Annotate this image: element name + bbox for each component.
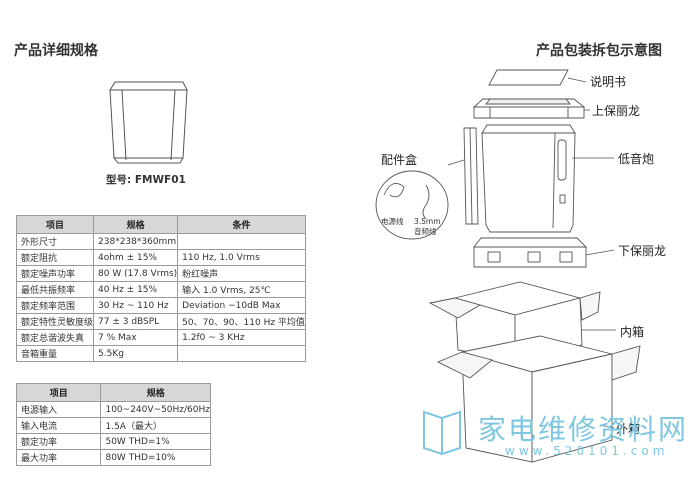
table-cell: 80W THD=10% [100,449,211,466]
table-cell [177,345,306,362]
table-row: 最低共振频率 40 Hz ± 15% 输入 1.0 Vrms, 25℃ [15,281,306,298]
subwoofer-body [481,124,576,233]
label-subwoofer: 低音炮 [618,152,655,166]
left-title: 产品详细规格 [14,43,98,59]
power-header-item: 项目 [15,383,102,402]
spec-table-header-row: 项目 规格 条件 [15,215,306,234]
table-cell: 最大功率 [15,449,102,466]
spec-header-condition: 条件 [177,215,306,234]
table-row: 额定总谐波失真 7 % Max 1.2f0 ~ 3 KHz [15,329,306,346]
table-row: 额定特性灵敏度级 77 ± 3 dBSPL 50、70、90、110 Hz 平均… [15,313,306,330]
label-power-cord: 电源线 [381,217,404,226]
label-audio-cable-size: 3.5mm [414,217,441,226]
accessory-bubble [375,170,449,240]
right-title: 产品包装拆包示意图 [536,43,662,59]
label-audio-cable: 音频线 [414,227,437,236]
table-row: 外形尺寸 238*238*360mm [15,233,306,250]
power-table: 项目 规格 电源输入 100~240V~50Hz/60Hz 输入电流 1.5A（… [15,383,211,466]
watermark-url: www.520101.com [505,444,669,458]
table-row: 最大功率 80W THD=10% [15,449,211,466]
label-top-foam: 上保丽龙 [592,104,641,118]
table-row: 电源输入 100~240V~50Hz/60Hz [15,401,211,418]
spec-header-item: 项目 [15,215,95,234]
table-row: 额定频率范围 30 Hz ~ 110 Hz Deviation −10dB Ma… [15,297,306,314]
label-outer-box: 外箱 [616,422,641,436]
table-row: 额定噪声功率 80 W (17.8 Vrms) 粉红噪声 [15,265,306,282]
label-bottom-foam: 下保丽龙 [618,244,667,258]
table-row: 输入电流 1.5A（最大） [15,417,211,434]
accessory-box [463,127,479,225]
model-label: 型号: FMWF01 [106,174,186,186]
outer-box [436,335,641,463]
top-foam [472,98,586,119]
table-cell: 5.5Kg [93,345,179,362]
table-row: 额定功率 50W THD=1% [15,433,211,450]
label-manual: 说明书 [590,75,627,89]
label-inner-box: 内箱 [620,325,645,339]
watermark-text: 家电维修资料网 [478,413,689,446]
spec-header-spec: 规格 [93,215,179,234]
table-cell: 音箱重量 [15,345,95,362]
label-accessory-box: 配件盒 [381,153,418,167]
bottom-foam [473,237,588,268]
manual-sheet [488,69,569,86]
spec-table: 项目 规格 条件 外形尺寸 238*238*360mm 额定阻抗 4ohm ± … [15,215,306,362]
power-table-header-row: 项目 规格 [15,383,211,402]
table-row: 音箱重量 5.5Kg [15,345,306,362]
